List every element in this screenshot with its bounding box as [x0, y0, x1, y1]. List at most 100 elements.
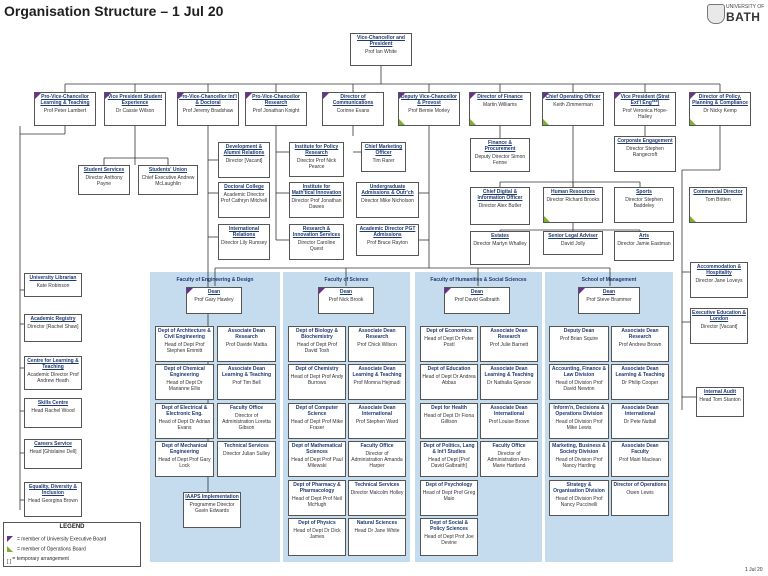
box-title: Associate Dean Learning & Teaching [615, 366, 665, 379]
box-title: Technical Services [224, 443, 269, 449]
box-person: Prof Veronica Hope-Hailey [622, 108, 668, 121]
box-title: Inform'n, Decisions & Operations Divisio… [553, 405, 605, 418]
box-person: Prof Jeremy Bradshaw [182, 108, 234, 115]
box-title: Strategy & Organisation Division [553, 482, 605, 495]
box-title: Dean [339, 289, 353, 295]
box-title: Centre for Learning & Teaching [27, 358, 79, 371]
vp-external-engagement-box: Vice President (Strat Ext'l Eng***)Prof … [614, 92, 676, 126]
box-person: Owen Lewis [626, 490, 654, 497]
legend-temp-text: = temporary arrangement [12, 556, 69, 562]
box-person: Head of Dept Prof Paul Milewski [291, 457, 343, 470]
box-title: Director of Communications [332, 94, 374, 107]
box-person: Prof Momna Hejmadi [353, 380, 401, 387]
box-person: Prof Bruce Rayton [367, 240, 408, 247]
box-title: Academic Registry [30, 316, 76, 322]
box-title: Associate Dean International [490, 405, 528, 418]
legend-row-ueb: = member of University Executive Board [7, 536, 106, 542]
box-person: Head of Dept Prof Greg Maio [422, 490, 476, 503]
box-person: Prof David Galbraith [454, 297, 500, 304]
box-person: Prof Tim Bell [232, 380, 261, 387]
box-title: Research & Innovation Services [292, 226, 341, 239]
box-title: Vice-Chancellor and President [357, 35, 405, 48]
box-title: Commercial Director [693, 189, 743, 195]
box-person: Head of Dept Dr Fiona Gillison [423, 413, 475, 426]
box-person: Director of Administration Loretta Gibso… [222, 413, 271, 432]
box-person: Director Caroline Quest [297, 240, 336, 253]
box-title: Marketing, Business & Society Division [552, 443, 606, 456]
box-title: Executive Education & London [692, 310, 746, 323]
box-title: Dept of Chemical Engineering [164, 366, 205, 379]
ueb-marker-icon [7, 536, 13, 542]
box-title: Dept of Chemistry [295, 366, 339, 372]
box-title: Development & Alumni Relations [223, 144, 265, 157]
legend-ueb-text: = member of University Executive Board [17, 536, 107, 543]
box-title: Accounting, Finance & Law Division [551, 366, 607, 379]
box-person: Academic Director Prof Cathryn Mitchell [220, 192, 268, 205]
box-title: Senior Legal Adviser [548, 233, 598, 239]
box-person: Prof Stephen Ward [355, 419, 399, 426]
box-person: Prof Louise Brown [488, 419, 530, 426]
box-person: Director Martyn Whalley [473, 241, 527, 248]
box-person: Head [Ghislaine Dell] [29, 449, 77, 456]
box-title: Dept of Computer Science [295, 405, 339, 418]
box-title: Chief Operating Officer [545, 94, 601, 100]
box-person: Keith Zimmerman [553, 102, 593, 109]
box-title: Dept of Mathematical Sciences [291, 443, 343, 456]
box-person: Head of Dept Prof Gary Lock [158, 457, 211, 470]
box-title: Associate Dean Learning & Teaching [352, 366, 402, 379]
box-title: Associate Dean International [358, 405, 396, 418]
box-person: Director Lily Rumsey [220, 240, 268, 247]
logo-university-text: UNIVERSITY OF [726, 4, 765, 10]
box-title: Dept of Economics [426, 328, 472, 334]
box-person: Head of Dept Dr Marianne Ellis [166, 380, 203, 393]
box-person: Head of Dept Prof Neil McHugh [291, 496, 343, 509]
box-title: Pro-Vice-Chancellor Learning & Teaching [40, 94, 90, 107]
box-title: Director of Finance [477, 94, 523, 100]
box-title: Dean [602, 289, 616, 295]
box-person: Director Stephen Baddeley [625, 197, 663, 210]
box-title: Dept of Politics, Lang & Int'l Studies [423, 443, 475, 456]
box-person: Dr Nathalia Gjersoe [487, 380, 531, 387]
box-person: Director Malcolm Holley [350, 490, 404, 497]
box-title: Dept of Physics [298, 520, 336, 526]
box-person: Head of Division Prof Mike Lewis [555, 419, 603, 432]
box-title: Faculty Office [492, 443, 526, 449]
legend-row-temp: [ ] = temporary arrangement [7, 556, 69, 565]
box-person: Director Alex Butler [478, 203, 522, 210]
box-person: Tim Rarer [372, 158, 395, 165]
box-person: Director [Rachel Shaw] [27, 324, 79, 331]
box-person: Prof Bernie Morley [408, 108, 450, 115]
box-person: Programme Director Gavin Edwards [189, 502, 235, 515]
